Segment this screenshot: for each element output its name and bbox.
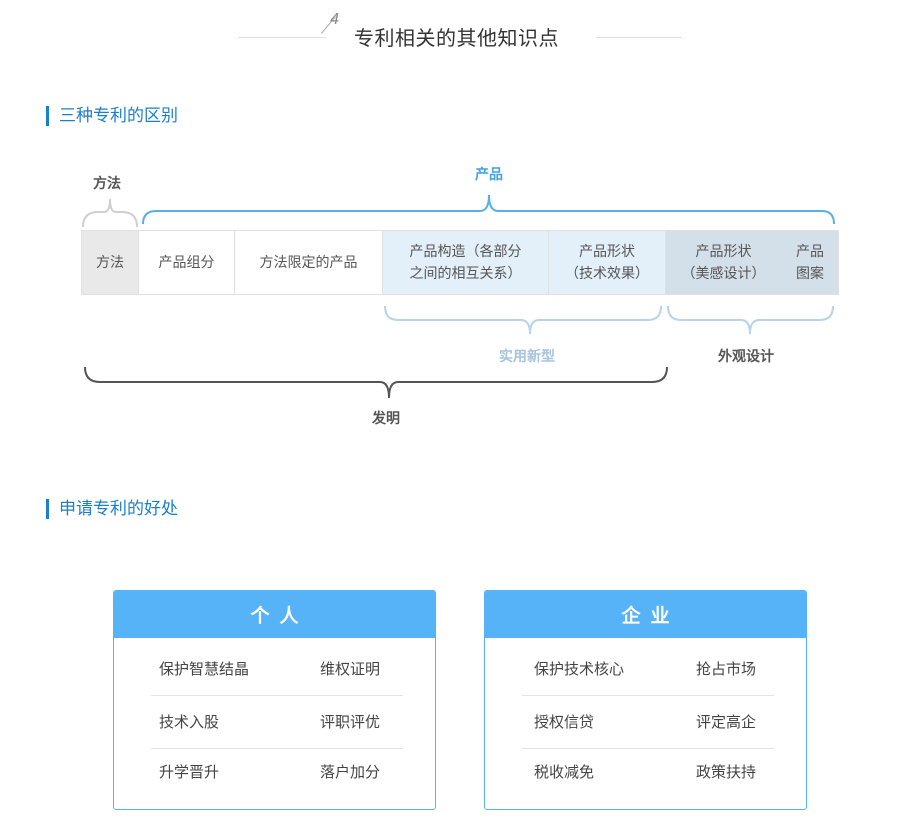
brace-design — [667, 305, 834, 335]
section-title-patent-types: 三种专利的区别 — [46, 106, 178, 126]
header-line-left — [238, 37, 326, 38]
card-individual-title: 个人 — [114, 591, 435, 638]
benefit-item: 评职评优 — [320, 713, 381, 731]
brace-invention — [84, 366, 668, 399]
cell-product-shape-technical: 产品形状 （技术效果） — [549, 231, 666, 294]
benefit-item: 抢占市场 — [696, 660, 757, 678]
braces-diagram — [82, 194, 835, 399]
card-enterprise-title: 企业 — [485, 591, 806, 638]
patent-scope-row: 方法 产品组分 方法限定的产品 产品构造（各部分 之间的相互关系） 产品形状 （… — [81, 230, 839, 295]
benefit-item: 技术入股 — [159, 713, 220, 731]
benefit-item: 评定高企 — [696, 713, 757, 731]
benefit-item: 保护技术核心 — [534, 660, 625, 678]
label-product: 产品 — [475, 167, 503, 183]
cell-method: 方法 — [82, 231, 139, 294]
card-individual-row: 技术入股 评职评优 — [151, 696, 403, 749]
benefit-item: 授权信贷 — [534, 713, 595, 731]
benefit-item: 维权证明 — [320, 660, 381, 678]
brace-product — [142, 194, 835, 225]
card-enterprise-row: 授权信贷 评定高企 — [522, 696, 774, 749]
benefit-item: 升学晋升 — [159, 763, 220, 781]
card-individual-row: 升学晋升 落户加分 — [151, 749, 403, 801]
card-enterprise-row: 保护技术核心 抢占市场 — [522, 643, 774, 696]
label-method: 方法 — [93, 176, 121, 192]
benefit-item: 政策扶持 — [696, 763, 757, 781]
header-number: 4 — [330, 10, 340, 28]
label-utility-model: 实用新型 — [499, 349, 555, 365]
section-title-benefits: 申请专利的好处 — [46, 499, 178, 519]
benefit-item: 落户加分 — [320, 763, 381, 781]
cell-product-shape-aesthetic: 产品形状 （美感设计） — [666, 231, 782, 294]
label-design: 外观设计 — [718, 349, 774, 365]
benefit-item: 保护智慧结晶 — [159, 660, 250, 678]
cell-product-composition: 产品组分 — [139, 231, 235, 294]
header-line-right — [596, 37, 682, 38]
card-individual-row: 保护智慧结晶 维权证明 — [151, 643, 403, 696]
brace-utility — [384, 305, 662, 335]
brace-method — [82, 198, 138, 228]
cell-product-pattern: 产品 图案 — [782, 231, 838, 294]
header-title: 专利相关的其他知识点 — [354, 26, 559, 50]
card-enterprise-row: 税收减免 政策扶持 — [522, 749, 774, 801]
card-individual: 个人 保护智慧结晶 维权证明 技术入股 评职评优 升学晋升 落户加分 — [113, 590, 436, 810]
benefit-item: 税收减免 — [534, 763, 595, 781]
cell-product-structure: 产品构造（各部分 之间的相互关系） — [383, 231, 549, 294]
card-enterprise: 企业 保护技术核心 抢占市场 授权信贷 评定高企 税收减免 政策扶持 — [484, 590, 807, 810]
cell-method-defined-product: 方法限定的产品 — [235, 231, 383, 294]
label-invention: 发明 — [372, 411, 400, 427]
